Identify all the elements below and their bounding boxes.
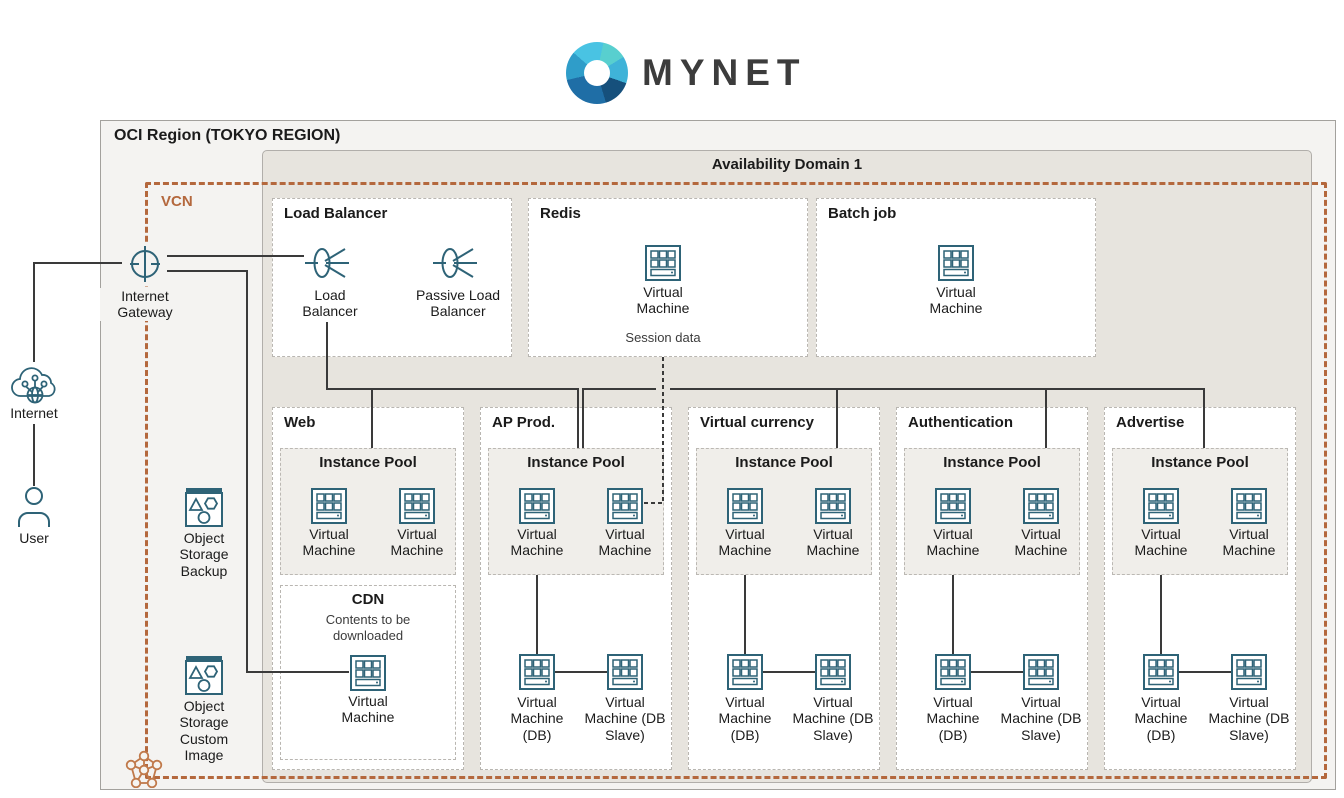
ap-vm1-label: Virtual Machine [510,526,564,559]
internet-label: Internet [10,405,58,421]
ap-prod-instance-pool-title: Instance Pool [527,454,625,471]
auth-vm2-label: Virtual Machine [1014,526,1068,559]
user-label: User [19,530,49,546]
virtual-machine-icon [1143,654,1179,690]
virtual-machine-icon [311,488,347,524]
ap-prod-column-title: AP Prod. [492,414,556,431]
auth-db-slave-label: Virtual Machine (DB Slave) [1000,694,1082,743]
object-storage-backup-icon [184,486,224,528]
virtual-machine-icon [815,654,851,690]
vcn-boundary [145,182,1327,779]
ap-db-slave-label: Virtual Machine (DB Slave) [584,694,666,743]
batch-job-box-title: Batch job [828,205,897,222]
web-column-title: Web [284,414,316,431]
redis-box-title: Redis [540,205,581,222]
virtual-currency-column-title: Virtual currency [700,414,814,431]
virtual-machine-icon [607,488,643,524]
passive-load-balancer-label: Passive Load Balancer [415,287,501,320]
authentication-instance-pool-title: Instance Pool [943,454,1041,471]
vc-db-slave-label: Virtual Machine (DB Slave) [792,694,874,743]
adv-db-label: Virtual Machine (DB) [1134,694,1188,743]
virtual-machine-icon [607,654,643,690]
cdn-note: Contents to be downloaded [325,612,411,643]
virtual-machine-icon [519,654,555,690]
virtual-machine-icon [1023,488,1059,524]
object-storage-custom-image-label: Object Storage Custom Image [179,698,229,764]
virtual-machine-icon [1231,654,1267,690]
internet-gateway-label: Internet Gateway [100,288,190,321]
virtual-machine-icon [645,245,681,281]
authentication-column-title: Authentication [908,414,1013,431]
vc-vm2-label: Virtual Machine [806,526,860,559]
advertise-instance-pool-title: Instance Pool [1151,454,1249,471]
mynet-logo-hole [584,60,610,86]
adv-vm2-label: Virtual Machine [1222,526,1276,559]
batch-vm-label: Virtual Machine [929,284,983,317]
virtual-machine-icon [935,654,971,690]
web-instance-pool-title: Instance Pool [319,454,417,471]
virtual-machine-icon [1231,488,1267,524]
virtual-machine-icon [935,488,971,524]
vc-vm1-label: Virtual Machine [718,526,772,559]
virtual-machine-icon [350,655,386,691]
oci-region-title: OCI Region (TOKYO REGION) [114,127,341,144]
passive-load-balancer-icon [432,241,484,285]
virtual-machine-icon [938,245,974,281]
adv-db-slave-label: Virtual Machine (DB Slave) [1208,694,1290,743]
user-icon [15,486,53,528]
virtual-machine-icon [399,488,435,524]
object-storage-custom-image-icon [184,654,224,696]
web-vm1-label: Virtual Machine [302,526,356,559]
vcn-label: VCN [161,193,193,210]
virtual-machine-icon [815,488,851,524]
internet-cloud-icon [8,360,62,406]
load-balancer-label: Load Balancer [302,287,358,320]
cdn-title: CDN [351,591,385,608]
virtual-machine-icon [1143,488,1179,524]
ap-db-label: Virtual Machine (DB) [510,694,564,743]
virtual-machine-icon [1023,654,1059,690]
vc-db-label: Virtual Machine (DB) [718,694,772,743]
redis-session-note: Session data [625,330,701,345]
internet-gateway-icon [123,242,167,286]
load-balancer-box-title: Load Balancer [284,205,388,222]
web-vm2-label: Virtual Machine [390,526,444,559]
auth-db-label: Virtual Machine (DB) [926,694,980,743]
load-balancer-icon [304,241,356,285]
virtual-machine-icon [727,488,763,524]
object-storage-backup-label: Object Storage Backup [179,530,229,579]
advertise-column-title: Advertise [1116,414,1185,431]
redis-vm-label: Virtual Machine [636,284,690,317]
auth-vm1-label: Virtual Machine [926,526,980,559]
virtual-machine-icon [519,488,555,524]
ap-vm2-label: Virtual Machine [598,526,652,559]
adv-vm1-label: Virtual Machine [1134,526,1188,559]
virtual-currency-instance-pool-title: Instance Pool [735,454,833,471]
cdn-vm-label: Virtual Machine [341,693,395,726]
vcn-icon [125,750,163,788]
availability-domain-title: Availability Domain 1 [711,156,863,173]
virtual-machine-icon [727,654,763,690]
brand-name: MYNET [642,52,807,93]
